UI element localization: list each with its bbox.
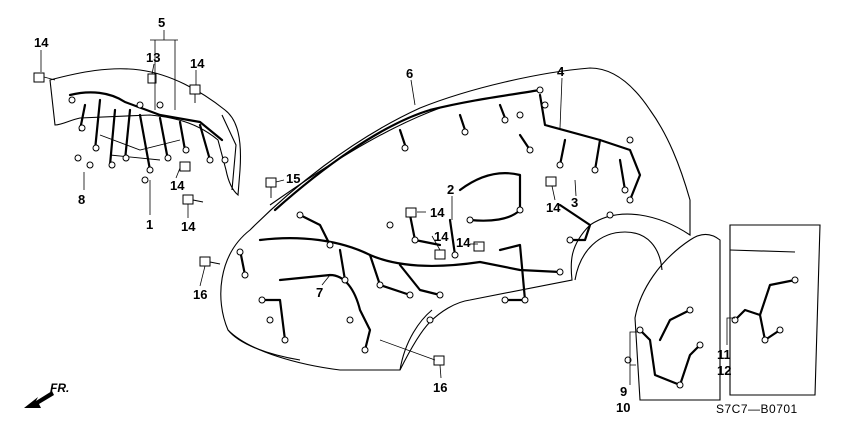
- callout-13: 13: [146, 50, 160, 65]
- front-door-harness: [638, 308, 702, 387]
- bolt-icons: [33, 72, 557, 366]
- callout-14: 14: [456, 235, 471, 250]
- bolt-icon: [182, 194, 204, 205]
- diagram-code: S7C7—B0701: [716, 402, 798, 416]
- front-direction-label: FR.: [50, 381, 69, 395]
- leader-lines: [40, 30, 735, 385]
- front-door-outline: [634, 233, 721, 401]
- callout-numbers: 14 5 13 14 14 8 14 1 6 4 15 2 3 14 14 14…: [34, 15, 731, 415]
- bolt-icon: [199, 256, 221, 267]
- callout-6: 6: [406, 66, 413, 81]
- callout-16: 16: [433, 380, 447, 395]
- car-body-outline: [220, 67, 691, 371]
- bolt-icon: [433, 355, 445, 366]
- callout-16: 16: [193, 287, 207, 302]
- callout-3: 3: [571, 195, 578, 210]
- callout-7: 7: [316, 285, 323, 300]
- rear-door-outline: [729, 224, 821, 396]
- bolt-icon: [405, 207, 417, 218]
- bolt-icon: [33, 72, 56, 83]
- callout-14: 14: [430, 205, 445, 220]
- bolt-icon: [545, 176, 557, 187]
- callout-14: 14: [181, 219, 196, 234]
- callout-8: 8: [78, 192, 85, 207]
- callout-4: 4: [557, 64, 565, 79]
- callout-15: 15: [286, 171, 300, 186]
- callout-9: 9: [620, 384, 627, 399]
- roof-connectors: [401, 86, 544, 152]
- dashboard-harness: [68, 91, 224, 172]
- callout-10: 10: [616, 400, 630, 415]
- front-door-connectors: [624, 306, 704, 389]
- callout-11: 11: [717, 347, 731, 362]
- main-floor-connectors: [236, 206, 564, 354]
- callout-12: 12: [717, 363, 731, 378]
- bolt-icon: [179, 161, 191, 172]
- tailgate-connectors: [516, 101, 634, 244]
- dashboard-connectors: [68, 96, 229, 184]
- callout-1: 1: [146, 217, 153, 232]
- bolt-icon: [434, 249, 446, 260]
- bolt-icon: [265, 177, 277, 198]
- roof-harness: [273, 88, 542, 212]
- callout-2: 2: [447, 182, 454, 197]
- tailgate-harness: [518, 93, 642, 242]
- callout-14: 14: [546, 200, 561, 215]
- callout-14: 14: [434, 229, 449, 244]
- callout-14: 14: [190, 56, 205, 71]
- rear-door-harness: [733, 278, 797, 342]
- callout-14: 14: [170, 178, 185, 193]
- bolt-icon: [189, 84, 201, 103]
- rear-door-connectors: [731, 276, 799, 344]
- bolt-icon: [473, 241, 485, 252]
- callout-5: 5: [158, 15, 165, 30]
- front-direction-arrow-icon: [24, 391, 54, 408]
- dashboard-outline: [49, 68, 241, 197]
- callout-14: 14: [34, 35, 49, 50]
